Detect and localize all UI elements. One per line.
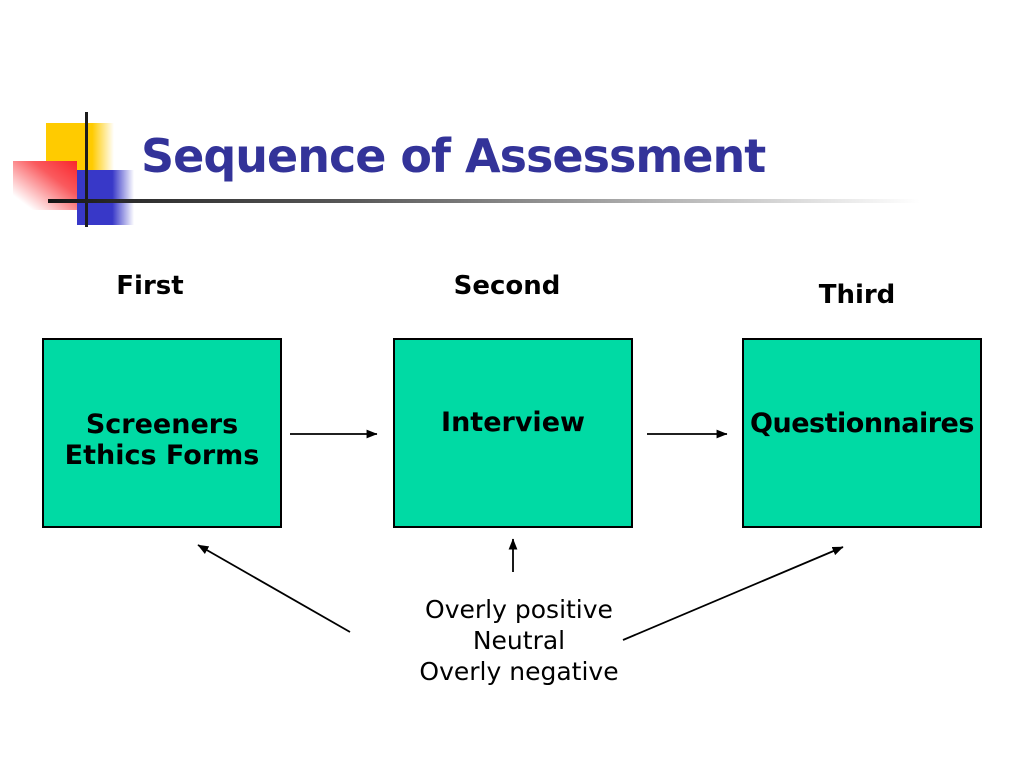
box-screeners-ethics-forms: Screeners Ethics Forms [42, 338, 282, 528]
note-line-overly-positive: Overly positive [425, 595, 613, 624]
response-bias-note: Overly positive Neutral Overly negative [419, 594, 618, 687]
title-underline-rule [48, 199, 920, 203]
box-screeners-label: Screeners Ethics Forms [65, 409, 260, 471]
box-interview: Interview [393, 338, 633, 528]
step-label-third: Third [818, 280, 896, 310]
note-line-neutral: Neutral [472, 626, 566, 655]
arrow-note-to-questionnaires [622, 546, 844, 641]
slide-title: Sequence of Assessment [141, 129, 766, 183]
step-label-second: Second [453, 271, 561, 301]
box-questionnaires: Questionnaires [742, 338, 982, 528]
box-line: Screeners [85, 409, 239, 440]
logo-vertical-line [85, 112, 88, 227]
box-line: Ethics Forms [64, 440, 260, 471]
arrow-note-to-screeners [197, 544, 351, 633]
step-label-first: First [116, 271, 184, 301]
box-interview-label: Interview [441, 407, 585, 438]
box-questionnaires-label: Questionnaires [750, 408, 974, 439]
note-line-overly-negative: Overly negative [419, 657, 619, 686]
box-line: Questionnaires [750, 407, 974, 439]
box-line: Interview [441, 406, 585, 438]
